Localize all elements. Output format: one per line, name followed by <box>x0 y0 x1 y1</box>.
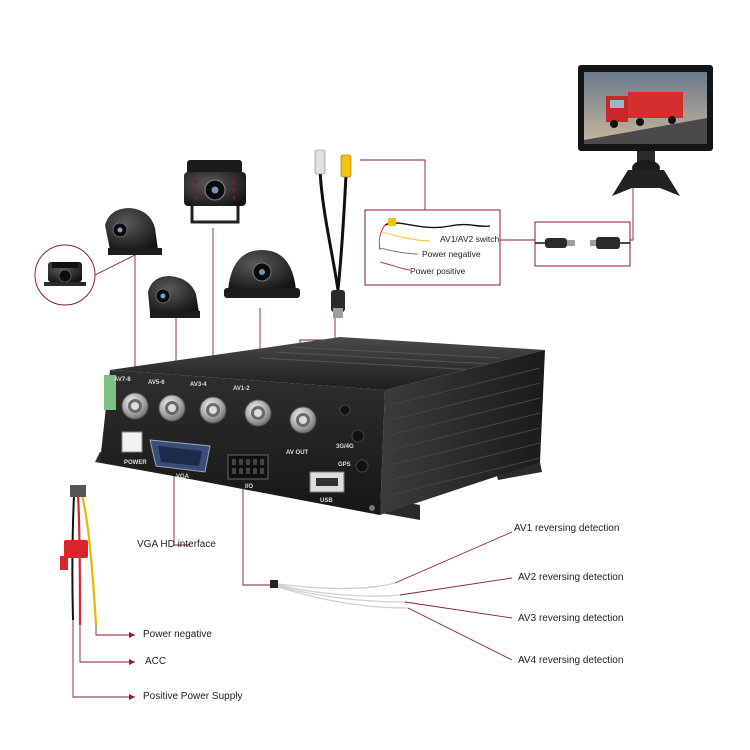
label-positive-power-supply: Positive Power Supply <box>143 691 243 702</box>
side-camera-2 <box>148 276 200 318</box>
port-label-av1-2: AV1-2 <box>233 386 250 392</box>
vga-port <box>149 439 211 473</box>
mdvr-unit <box>95 337 545 520</box>
port-label-gps: GPS <box>338 462 351 468</box>
camera-bracket-small <box>44 254 136 286</box>
switch-wiring <box>378 218 630 271</box>
label-vga-interface: VGA HD interface <box>137 539 216 550</box>
label-av4-detect: AV4 reversing detection <box>518 655 624 666</box>
port-label-power: POWER <box>124 460 147 466</box>
label-av-switch: AV1/AV2 switch <box>440 234 500 244</box>
box-camera <box>184 160 246 224</box>
power-cable <box>60 485 98 626</box>
port-label-3g4g: 3G/4G <box>336 444 354 450</box>
side-camera-1 <box>105 208 162 255</box>
dome-camera <box>224 250 300 298</box>
label-av1-detect: AV1 reversing detection <box>514 523 620 534</box>
monitor <box>578 65 713 196</box>
fuse-holder <box>64 540 88 558</box>
port-label-io: I/O <box>245 484 254 490</box>
label-acc: ACC <box>145 656 167 667</box>
io-harness <box>270 580 409 609</box>
switch-callout-box <box>364 209 631 286</box>
aviation-connectors <box>121 392 317 434</box>
label-av2-detect: AV2 reversing detection <box>518 572 624 583</box>
power-socket <box>121 431 143 453</box>
arrow-heads <box>129 632 135 700</box>
label-power-negative: Power negative <box>143 629 212 640</box>
port-label-av7-8: AV7-8 <box>114 377 131 383</box>
port-label-av3-4: AV3-4 <box>190 382 207 388</box>
io-port <box>227 454 269 480</box>
av-cable <box>314 149 352 318</box>
port-label-av-out: AV OUT <box>286 450 309 456</box>
label-cable-power-positive: Power positive <box>410 266 466 276</box>
port-label-av5-6: AV5-6 <box>148 380 165 386</box>
port-label-usb: USB <box>320 498 333 504</box>
label-cable-power-negative: Power negative <box>422 249 481 259</box>
label-av3-detect: AV3 reversing detection <box>518 613 624 624</box>
port-label-vga: VGA <box>176 474 190 480</box>
callout-lines <box>72 159 634 698</box>
antenna-sockets <box>339 404 369 473</box>
